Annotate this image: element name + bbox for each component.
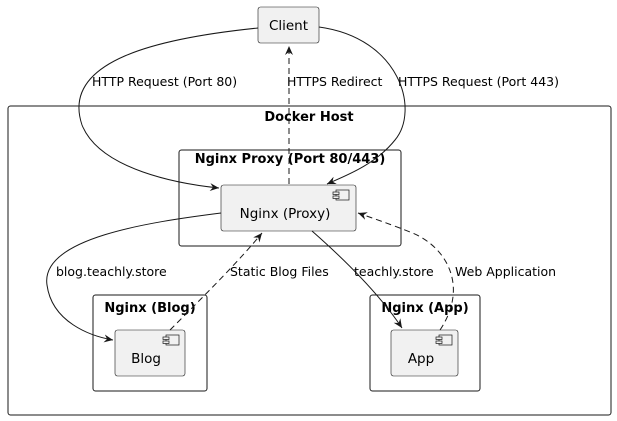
client-label: Client bbox=[269, 18, 308, 34]
label-web-application: Web Application bbox=[455, 264, 556, 279]
blog-group-title: Nginx (Blog) bbox=[104, 301, 195, 316]
app-group-container: Nginx (App) bbox=[369, 294, 481, 392]
edge-static-blog-files bbox=[169, 232, 263, 331]
edge-https-request bbox=[318, 26, 406, 185]
proxy-group-container: Nginx Proxy (Port 80/443) bbox=[178, 149, 402, 247]
label-http-request: HTTP Request (Port 80) bbox=[92, 74, 237, 89]
app-group-title: Nginx (App) bbox=[381, 301, 468, 316]
app-label: App bbox=[408, 351, 434, 367]
edge-blog-route bbox=[46, 212, 222, 343]
label-app-route: teachly.store bbox=[354, 264, 434, 279]
component-icon bbox=[332, 189, 350, 201]
label-static-blog-files: Static Blog Files bbox=[230, 264, 329, 279]
edge-app-route bbox=[311, 230, 403, 329]
proxy-node[interactable]: Nginx (Proxy) bbox=[220, 184, 357, 232]
component-icon bbox=[435, 334, 453, 346]
blog-label: Blog bbox=[131, 351, 161, 367]
label-https-redirect: HTTPS Redirect bbox=[287, 74, 383, 89]
component-icon bbox=[162, 334, 180, 346]
proxy-group-title: Nginx Proxy (Port 80/443) bbox=[195, 152, 386, 167]
proxy-label: Nginx (Proxy) bbox=[240, 206, 331, 222]
client-node[interactable]: Client bbox=[257, 6, 320, 44]
docker-host-container: Docker Host bbox=[7, 105, 612, 416]
edge-web-application bbox=[357, 212, 454, 331]
blog-node[interactable]: Blog bbox=[114, 329, 186, 377]
edge-http-request bbox=[78, 27, 259, 192]
label-https-request: HTTPS Request (Port 443) bbox=[398, 74, 559, 89]
blog-group-container: Nginx (Blog) bbox=[92, 294, 208, 392]
docker-host-title: Docker Host bbox=[264, 110, 353, 125]
label-blog-route: blog.teachly.store bbox=[56, 264, 167, 279]
app-node[interactable]: App bbox=[390, 329, 459, 377]
